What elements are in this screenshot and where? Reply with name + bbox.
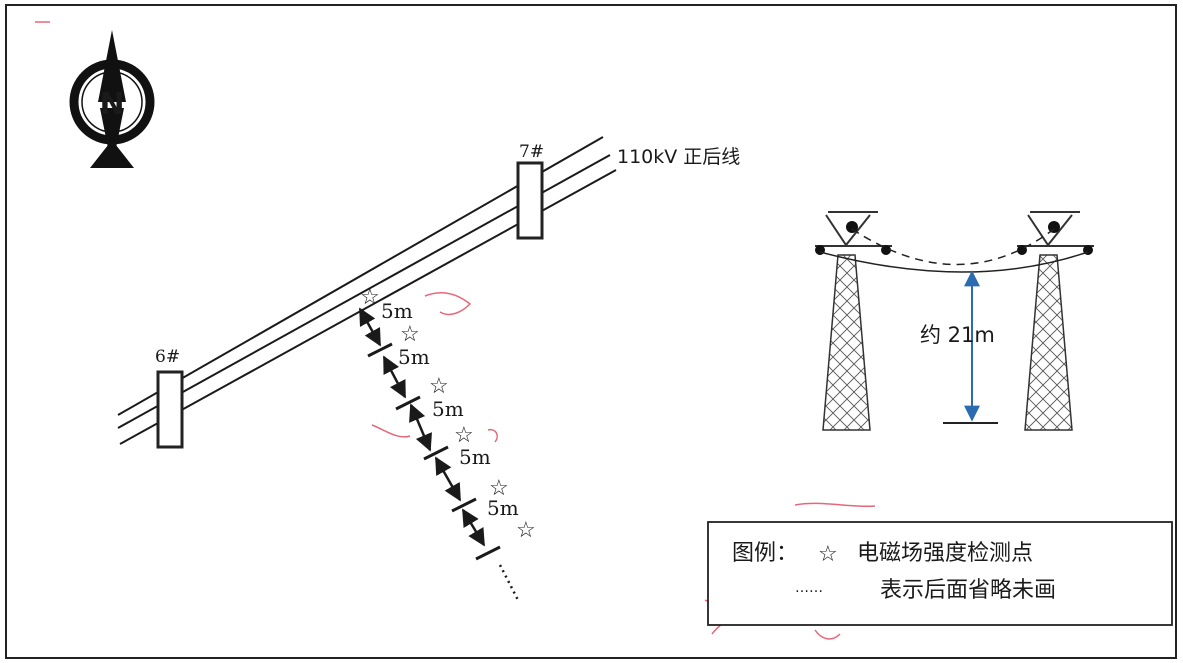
legend: 图例： ☆ 电磁场强度检测点 …… 表示后面省略未画 bbox=[707, 521, 1173, 626]
conductor-sag bbox=[819, 251, 1089, 273]
segment-label: 5m bbox=[487, 496, 519, 520]
segment-label: 5m bbox=[381, 299, 413, 323]
tower-6-label: 6# bbox=[155, 347, 180, 367]
diagram-border bbox=[5, 4, 1177, 659]
legend-title: 图例： bbox=[732, 541, 798, 566]
line-label: 110kV 正后线 bbox=[617, 146, 740, 168]
tick-marks bbox=[367, 342, 501, 561]
star-point: ☆ bbox=[489, 476, 509, 501]
distance-arrows bbox=[358, 307, 486, 547]
continuation-dots bbox=[498, 564, 520, 601]
north-label: N bbox=[99, 87, 124, 122]
legend-dots-text: 表示后面省略未画 bbox=[880, 578, 1056, 603]
star-point: ☆ bbox=[400, 322, 420, 347]
star-point: ☆ bbox=[454, 423, 474, 448]
segment-label: 5m bbox=[432, 397, 464, 421]
star-point: ☆ bbox=[360, 285, 380, 310]
segment-label: 5m bbox=[459, 445, 491, 469]
north-arrow-icon: N bbox=[69, 30, 155, 168]
segment-labels: 5m 5m 5m 5m 5m bbox=[381, 299, 519, 520]
legend-dots: …… bbox=[795, 580, 823, 596]
measurement-points: ☆ ☆ ☆ ☆ ☆ ☆ bbox=[360, 285, 536, 543]
legend-box bbox=[707, 521, 1173, 626]
star-point: ☆ bbox=[429, 374, 449, 399]
height-label: 约 21m bbox=[920, 323, 995, 347]
legend-star-text: 电磁场强度检测点 bbox=[857, 541, 1033, 566]
tower-drawing-left bbox=[815, 211, 892, 431]
tower-drawing-right bbox=[1017, 211, 1094, 431]
tower-7-label: 7# bbox=[519, 142, 544, 162]
legend-star-icon: ☆ bbox=[818, 542, 838, 567]
star-point: ☆ bbox=[516, 518, 536, 543]
conductor-sag-dashed bbox=[851, 228, 1055, 266]
tower-6-box bbox=[156, 370, 184, 449]
segment-label: 5m bbox=[398, 345, 430, 369]
tower-7-box bbox=[516, 161, 544, 240]
